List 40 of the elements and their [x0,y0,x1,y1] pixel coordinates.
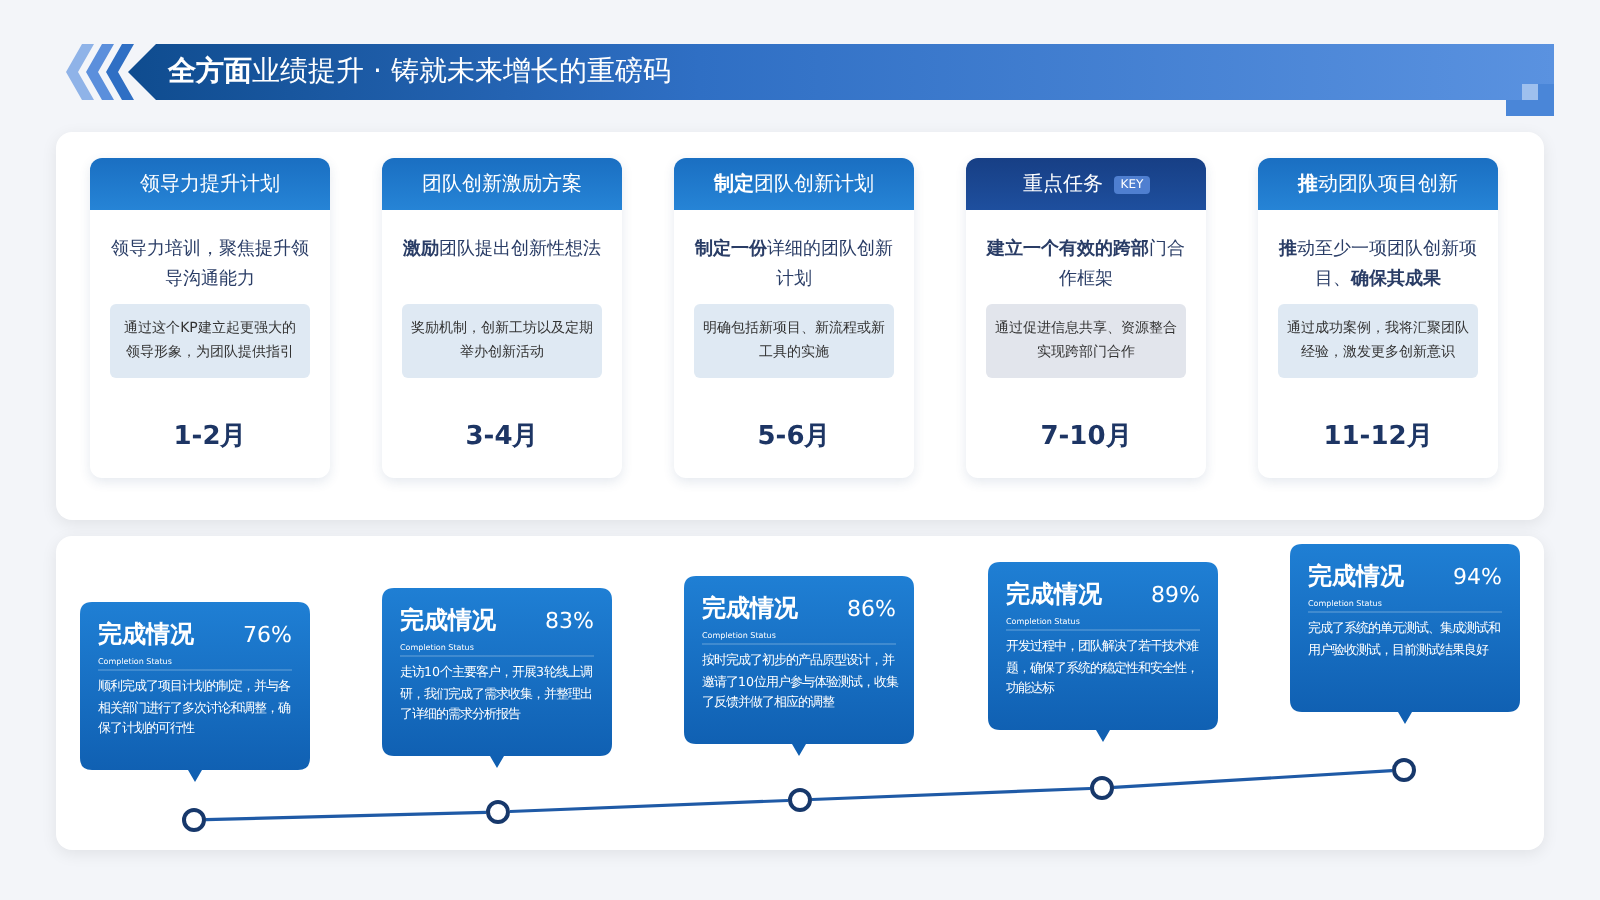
card-text: 领导力培训，聚焦提升领导沟通能力 [109,237,311,294]
date-label: 1-2月 [171,420,249,454]
card-heading: 领导力提升计划 [140,171,280,198]
timeline-card [382,158,622,478]
timeline-card [1258,158,1498,478]
date-label: 7-10月 [1038,420,1134,454]
status-heading: 完成情况 [400,604,496,638]
status-heading: 完成情况 [98,618,194,652]
date-label: 5-6月 [755,420,833,454]
timeline-line [509,798,789,814]
percentage: 83% [545,608,594,634]
percentage: 94% [1453,564,1502,590]
title: 全方面业绩提升 · 铸就未来增长的重磅码 [168,54,671,90]
timeline-card [966,158,1206,478]
timeline-card [674,158,914,478]
callout-bubble [80,602,310,782]
date-label: 3-4月 [463,420,541,454]
timeline-card [90,158,330,478]
card-heading: 重点任务 [1022,171,1103,198]
timeline-line [811,786,1091,802]
card-text: 制定一份详细的团队创新计划 [692,236,895,294]
percentage: 86% [847,596,896,622]
status-heading: 完成情况 [1308,560,1404,594]
percentage: 76% [243,622,292,648]
timeline-line [1113,769,1393,789]
callout-bubble [382,588,612,768]
card-text: 激励团队提出创新性想法 [401,237,603,264]
percentage: 89% [1151,582,1200,608]
status-heading: 完成情况 [702,592,798,626]
callout-bubble [1290,544,1520,724]
card-text: 建立一个有效的跨部门合作框架 [984,236,1187,294]
status-heading: 完成情况 [1006,578,1102,612]
timeline-line [205,810,487,822]
date-label: 11-12月 [1321,420,1435,454]
card-heading: 推动团队项目创新 [1298,171,1458,198]
callout-bubble [684,576,914,756]
callout-bubble [988,562,1218,742]
card-heading: 制定团队创新计划 [714,170,874,198]
card-heading: 团队创新激励方案 [422,171,582,198]
card-text: 推动至少一项团队创新项目、确保其成果 [1277,237,1479,294]
